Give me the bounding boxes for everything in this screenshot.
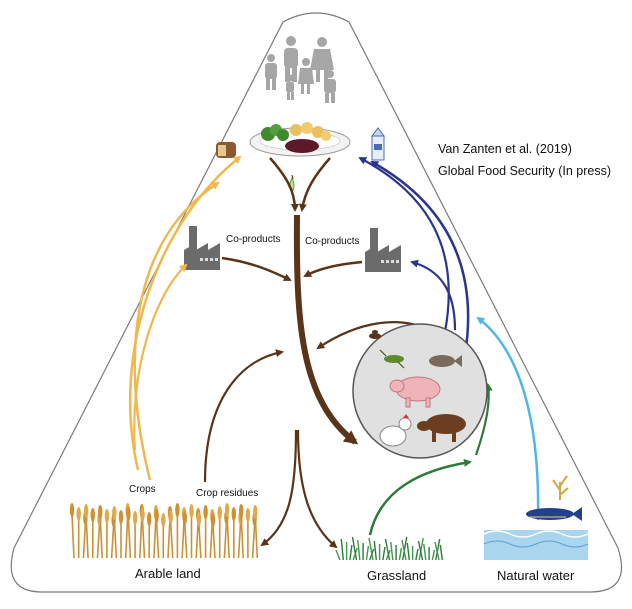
livestock-to-food-arrow xyxy=(358,157,450,333)
coproducts-left-arrow xyxy=(221,256,292,282)
livestock-to-factory-arrow xyxy=(410,259,457,331)
food-to-center-arrow xyxy=(269,157,299,212)
system-boundary-triangle xyxy=(10,12,623,593)
wheat-field-icon xyxy=(69,503,259,559)
crops-label: Crops xyxy=(129,484,156,495)
grassland-label: Grassland xyxy=(367,568,427,583)
crops-to-factory-arrow xyxy=(133,263,188,451)
water-icon xyxy=(483,530,589,560)
coproducts-right-label: Co-products xyxy=(305,236,360,247)
pig-icon xyxy=(389,376,441,408)
chicken-icon xyxy=(379,414,412,447)
crops-to-food-arrow xyxy=(133,181,220,481)
fish-icon xyxy=(429,355,462,367)
water-to-livestock-arrow xyxy=(476,316,540,521)
natural-water-label: Natural water xyxy=(497,568,575,583)
crop-residues-label: Crop residues xyxy=(196,488,259,499)
dung-icon xyxy=(369,330,381,339)
livestock-up-green-arrow xyxy=(474,383,493,456)
coproducts-right-arrow xyxy=(303,260,363,278)
factory-icon xyxy=(365,228,401,272)
fish-icon xyxy=(526,507,582,521)
milk-carton-icon xyxy=(371,127,385,161)
citation-journal: Global Food Security (In press) xyxy=(438,164,611,178)
arable-land-label: Arable land xyxy=(135,566,201,581)
meal-plate-icon xyxy=(249,122,351,157)
grasshopper-icon xyxy=(379,349,405,369)
to-arable-land-arrow xyxy=(260,429,298,547)
to-grassland-arrow xyxy=(296,429,338,549)
grass-icon xyxy=(335,536,443,561)
crop-residues-arrow xyxy=(203,349,284,483)
cow-icon xyxy=(417,414,466,442)
family-icon xyxy=(265,36,336,103)
main-flow-to-livestock-arrow xyxy=(293,214,359,445)
bread-icon xyxy=(216,142,236,158)
water-to-food-arrow xyxy=(370,160,470,356)
seaweed-icon xyxy=(552,475,569,500)
coproducts-left-label: Co-products xyxy=(226,234,281,245)
citation-authors: Van Zanten et al. (2019) xyxy=(438,142,572,156)
food-to-center-arrow xyxy=(298,157,331,212)
factory-icon xyxy=(184,226,220,270)
grassland-to-livestock-arrow xyxy=(368,458,472,536)
crops-to-food-arrow xyxy=(128,155,242,471)
